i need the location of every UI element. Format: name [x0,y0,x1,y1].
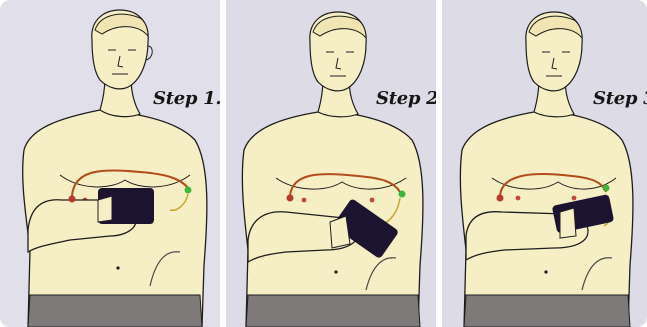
step-1-figure [0,0,220,327]
step-2-label: Step 2. [376,88,436,109]
step-2-figure [226,0,436,327]
step-panel-2: Step 2. [226,0,436,327]
step-3-label: Step 3. [593,88,647,109]
green-electrode [603,185,610,192]
red-electrode [497,195,504,202]
red-electrode [287,195,294,202]
step-1-label: Step 1. [153,88,220,109]
green-electrode [185,187,192,194]
green-electrode [399,191,406,198]
red-electrode [69,196,76,203]
step-panel-3: Step 3. [442,0,647,327]
step-3-figure [442,0,647,327]
step-panel-1: Step 1. [0,0,220,327]
